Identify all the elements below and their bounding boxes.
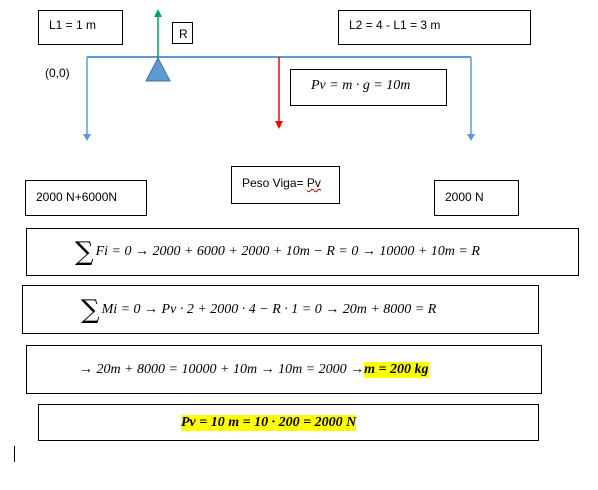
right-load-arrowhead [467,134,475,141]
sum-moments-box: ∑ Mi = 0 → Pv · 2 + 2000 · 4 − R · 1 = 0… [22,285,539,334]
left-load-arrowhead [83,134,91,141]
reaction-arrowhead [154,9,162,17]
l2-box: L2 = 4 - L1 = 3 m [338,10,531,45]
right-load-text: 2000 N [445,190,484,204]
peso-viga-prefix: Peso Viga= [242,176,307,190]
sigma-symbol: ∑ [75,237,94,267]
sum-moments-text: Mi = 0 → Pv · 2 + 2000 · 4 − R · 1 = 0 →… [101,301,437,317]
peso-viga-text: Peso Viga= Pv [242,176,321,190]
l1-box: L1 = 1 m [38,10,123,45]
right-load-box: 2000 N [434,180,519,216]
peso-viga-var: Pv [306,176,321,190]
r-text: R [179,27,188,41]
l1-text: L1 = 1 m [49,18,97,32]
support-triangle [145,56,171,82]
result-prefix: → 20m + 8000 = 10000 + 10m → 10m = 2000 … [79,361,365,377]
origin-label: (0,0) [45,66,70,80]
weight-arrowhead [275,121,283,129]
left-load-box: 2000 N+6000N [25,180,147,216]
peso-viga-box: Peso Viga= Pv [231,166,340,204]
l2-text: L2 = 4 - L1 = 3 m [349,18,441,32]
sum-moments-equation: ∑ Mi = 0 → Pv · 2 + 2000 · 4 − R · 1 = 0… [23,286,538,333]
r-box: R [172,22,193,44]
sum-forces-text: Fi = 0 → 2000 + 6000 + 2000 + 10m − R = … [95,244,480,259]
final-box: Pv = 10 m = 10 · 200 = 2000 N [38,404,539,441]
left-load-text: 2000 N+6000N [36,190,118,204]
mass-result-highlight: m = 200 kg [364,361,429,378]
final-highlight: Pv = 10 m = 10 · 200 = 2000 N [181,414,357,431]
pv-formula-text: Pv = m · g = 10m [311,78,411,93]
result-box: → 20m + 8000 = 10000 + 10m → 10m = 2000 … [26,345,542,394]
pv-formula-box: Pv = m · g = 10m [290,69,447,106]
sigma-symbol: ∑ [81,294,100,325]
final-equation: Pv = 10 m = 10 · 200 = 2000 N [39,405,538,440]
text-cursor [14,446,15,462]
sum-forces-equation: ∑ Fi = 0 → 2000 + 6000 + 2000 + 10m − R … [27,229,578,275]
result-equation: → 20m + 8000 = 10000 + 10m → 10m = 2000 … [27,346,541,393]
sum-forces-box: ∑ Fi = 0 → 2000 + 6000 + 2000 + 10m − R … [26,228,579,276]
